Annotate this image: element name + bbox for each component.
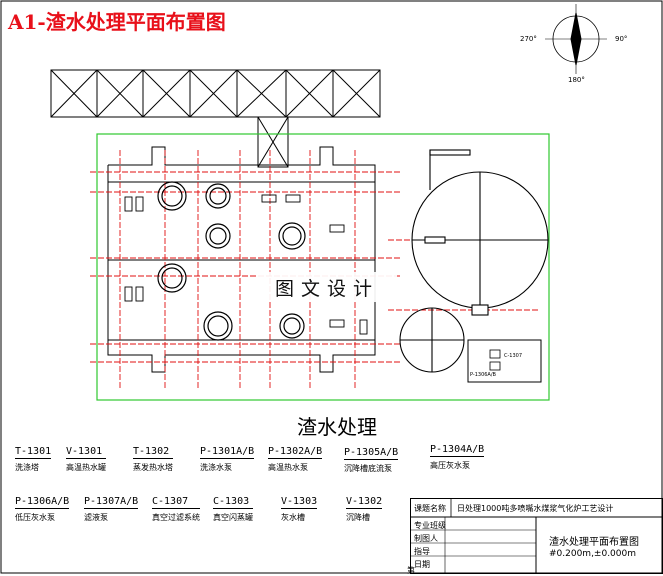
legend-desc: 沉降槽 bbox=[346, 513, 370, 522]
page-label: 第 bbox=[407, 566, 415, 575]
legend-tag: P-1306A/B bbox=[15, 496, 70, 507]
row-date: 日期 bbox=[414, 560, 430, 569]
legend-item: C-1307 真空过滤系统 bbox=[152, 496, 200, 523]
legend-desc: 真空过滤系统 bbox=[152, 513, 200, 522]
north-arrow bbox=[545, 4, 607, 74]
site-boundary bbox=[96, 133, 550, 401]
project-label: 课题名称 bbox=[414, 504, 446, 513]
pumps bbox=[124, 194, 368, 335]
legend-item: V-1302 沉降槽 bbox=[346, 496, 382, 523]
legend-tag: P-1301A/B bbox=[200, 446, 255, 457]
section-title: 渣水处理 bbox=[297, 415, 377, 439]
drawing-title: A1-渣水处理平面布置图 bbox=[8, 10, 226, 34]
legend-desc: 滤液泵 bbox=[84, 513, 108, 522]
vessel-b bbox=[203, 311, 233, 341]
filtrate-tank bbox=[399, 307, 465, 373]
legend-tag: V-1303 bbox=[281, 496, 318, 507]
legend-item: P-1305A/B 沉降槽底流泵 bbox=[344, 447, 398, 474]
drawing-name: 渣水处理平面布置图 bbox=[549, 537, 639, 548]
legend-desc: 真空闪蒸罐 bbox=[213, 513, 253, 522]
project-name: 日处理1000吨多喷嘴水煤浆气化炉工艺设计 bbox=[457, 504, 614, 513]
row-class: 专业班级 bbox=[414, 521, 446, 530]
legend-desc: 灰水槽 bbox=[281, 513, 305, 522]
legend-tag: V-1302 bbox=[346, 496, 383, 507]
vessels bbox=[157, 181, 306, 341]
legend-desc: 沉降槽底流泵 bbox=[344, 464, 392, 473]
vessel-c1303 bbox=[278, 222, 306, 250]
compass-east-label: 90° bbox=[615, 35, 628, 43]
legend-item: C-1303 真空闪蒸罐 bbox=[213, 496, 253, 523]
legend-tag: C-1307 bbox=[152, 496, 200, 509]
row-advisor: 指导 bbox=[414, 547, 430, 556]
legend-desc: 洗涤塔 bbox=[15, 463, 39, 472]
legend-item: P-1301A/B 洗涤水泵 bbox=[200, 446, 254, 473]
vessel-c bbox=[279, 313, 305, 339]
legend-desc: 蒸发热水塔 bbox=[133, 463, 173, 472]
legend-tag: T-1302 bbox=[133, 446, 173, 459]
legend-tag: P-1304A/B bbox=[430, 444, 485, 455]
legend-tag: P-1307A/B bbox=[84, 496, 139, 507]
vacuum-filter-box bbox=[467, 339, 542, 383]
legend-desc: 高压灰水泵 bbox=[430, 461, 470, 470]
legend-item: V-1301 高温热水罐 bbox=[66, 446, 106, 473]
vessel-a bbox=[157, 263, 187, 293]
title-block: 课题名称 日处理1000吨多喷嘴水煤浆气化炉工艺设计 专业班级 制图人 指导 日… bbox=[407, 498, 663, 575]
legend-tag: P-1305A/B bbox=[344, 447, 399, 458]
axis-grid bbox=[90, 150, 540, 390]
legend-tag: P-1302A/B bbox=[268, 446, 323, 457]
vessel-t1302 bbox=[205, 223, 231, 249]
legend-desc: 高温热水罐 bbox=[66, 463, 106, 472]
vessel-v1301 bbox=[205, 183, 231, 209]
building-outline bbox=[107, 146, 376, 373]
settling-tank bbox=[411, 149, 549, 316]
vessel-t1301 bbox=[157, 181, 187, 211]
legend-tag: C-1303 bbox=[213, 496, 253, 509]
compass-west-label: 270° bbox=[520, 35, 537, 43]
legend-item: P-1304A/B 高压灰水泵 bbox=[430, 444, 484, 471]
legend-desc: 高温热水泵 bbox=[268, 463, 308, 472]
legend-item: T-1302 蒸发热水塔 bbox=[133, 446, 173, 473]
plan-small-tag: C-1307 bbox=[504, 353, 523, 359]
watermark: 图文设计 bbox=[257, 272, 397, 302]
legend-item: T-1301 洗涤塔 bbox=[15, 446, 51, 473]
pipe-rack-truss bbox=[50, 69, 381, 168]
legend-item: P-1307A/B 滤液泵 bbox=[84, 496, 138, 523]
legend-desc: 洗涤水泵 bbox=[200, 463, 232, 472]
plan-pump-tag: P-1306A/B bbox=[470, 372, 496, 378]
legend-desc: 低压灰水泵 bbox=[15, 513, 55, 522]
legend-tag: V-1301 bbox=[66, 446, 106, 459]
legend-item: V-1303 灰水槽 bbox=[281, 496, 317, 523]
elevation: #0.200m,±0.000m bbox=[549, 549, 637, 559]
legend-item: P-1306A/B 低压灰水泵 bbox=[15, 496, 69, 523]
legend-tag: T-1301 bbox=[15, 446, 52, 457]
row-drafter: 制图人 bbox=[414, 534, 438, 543]
compass-south-label: 180° bbox=[568, 76, 585, 84]
legend-item: P-1302A/B 高温热水泵 bbox=[268, 446, 322, 473]
